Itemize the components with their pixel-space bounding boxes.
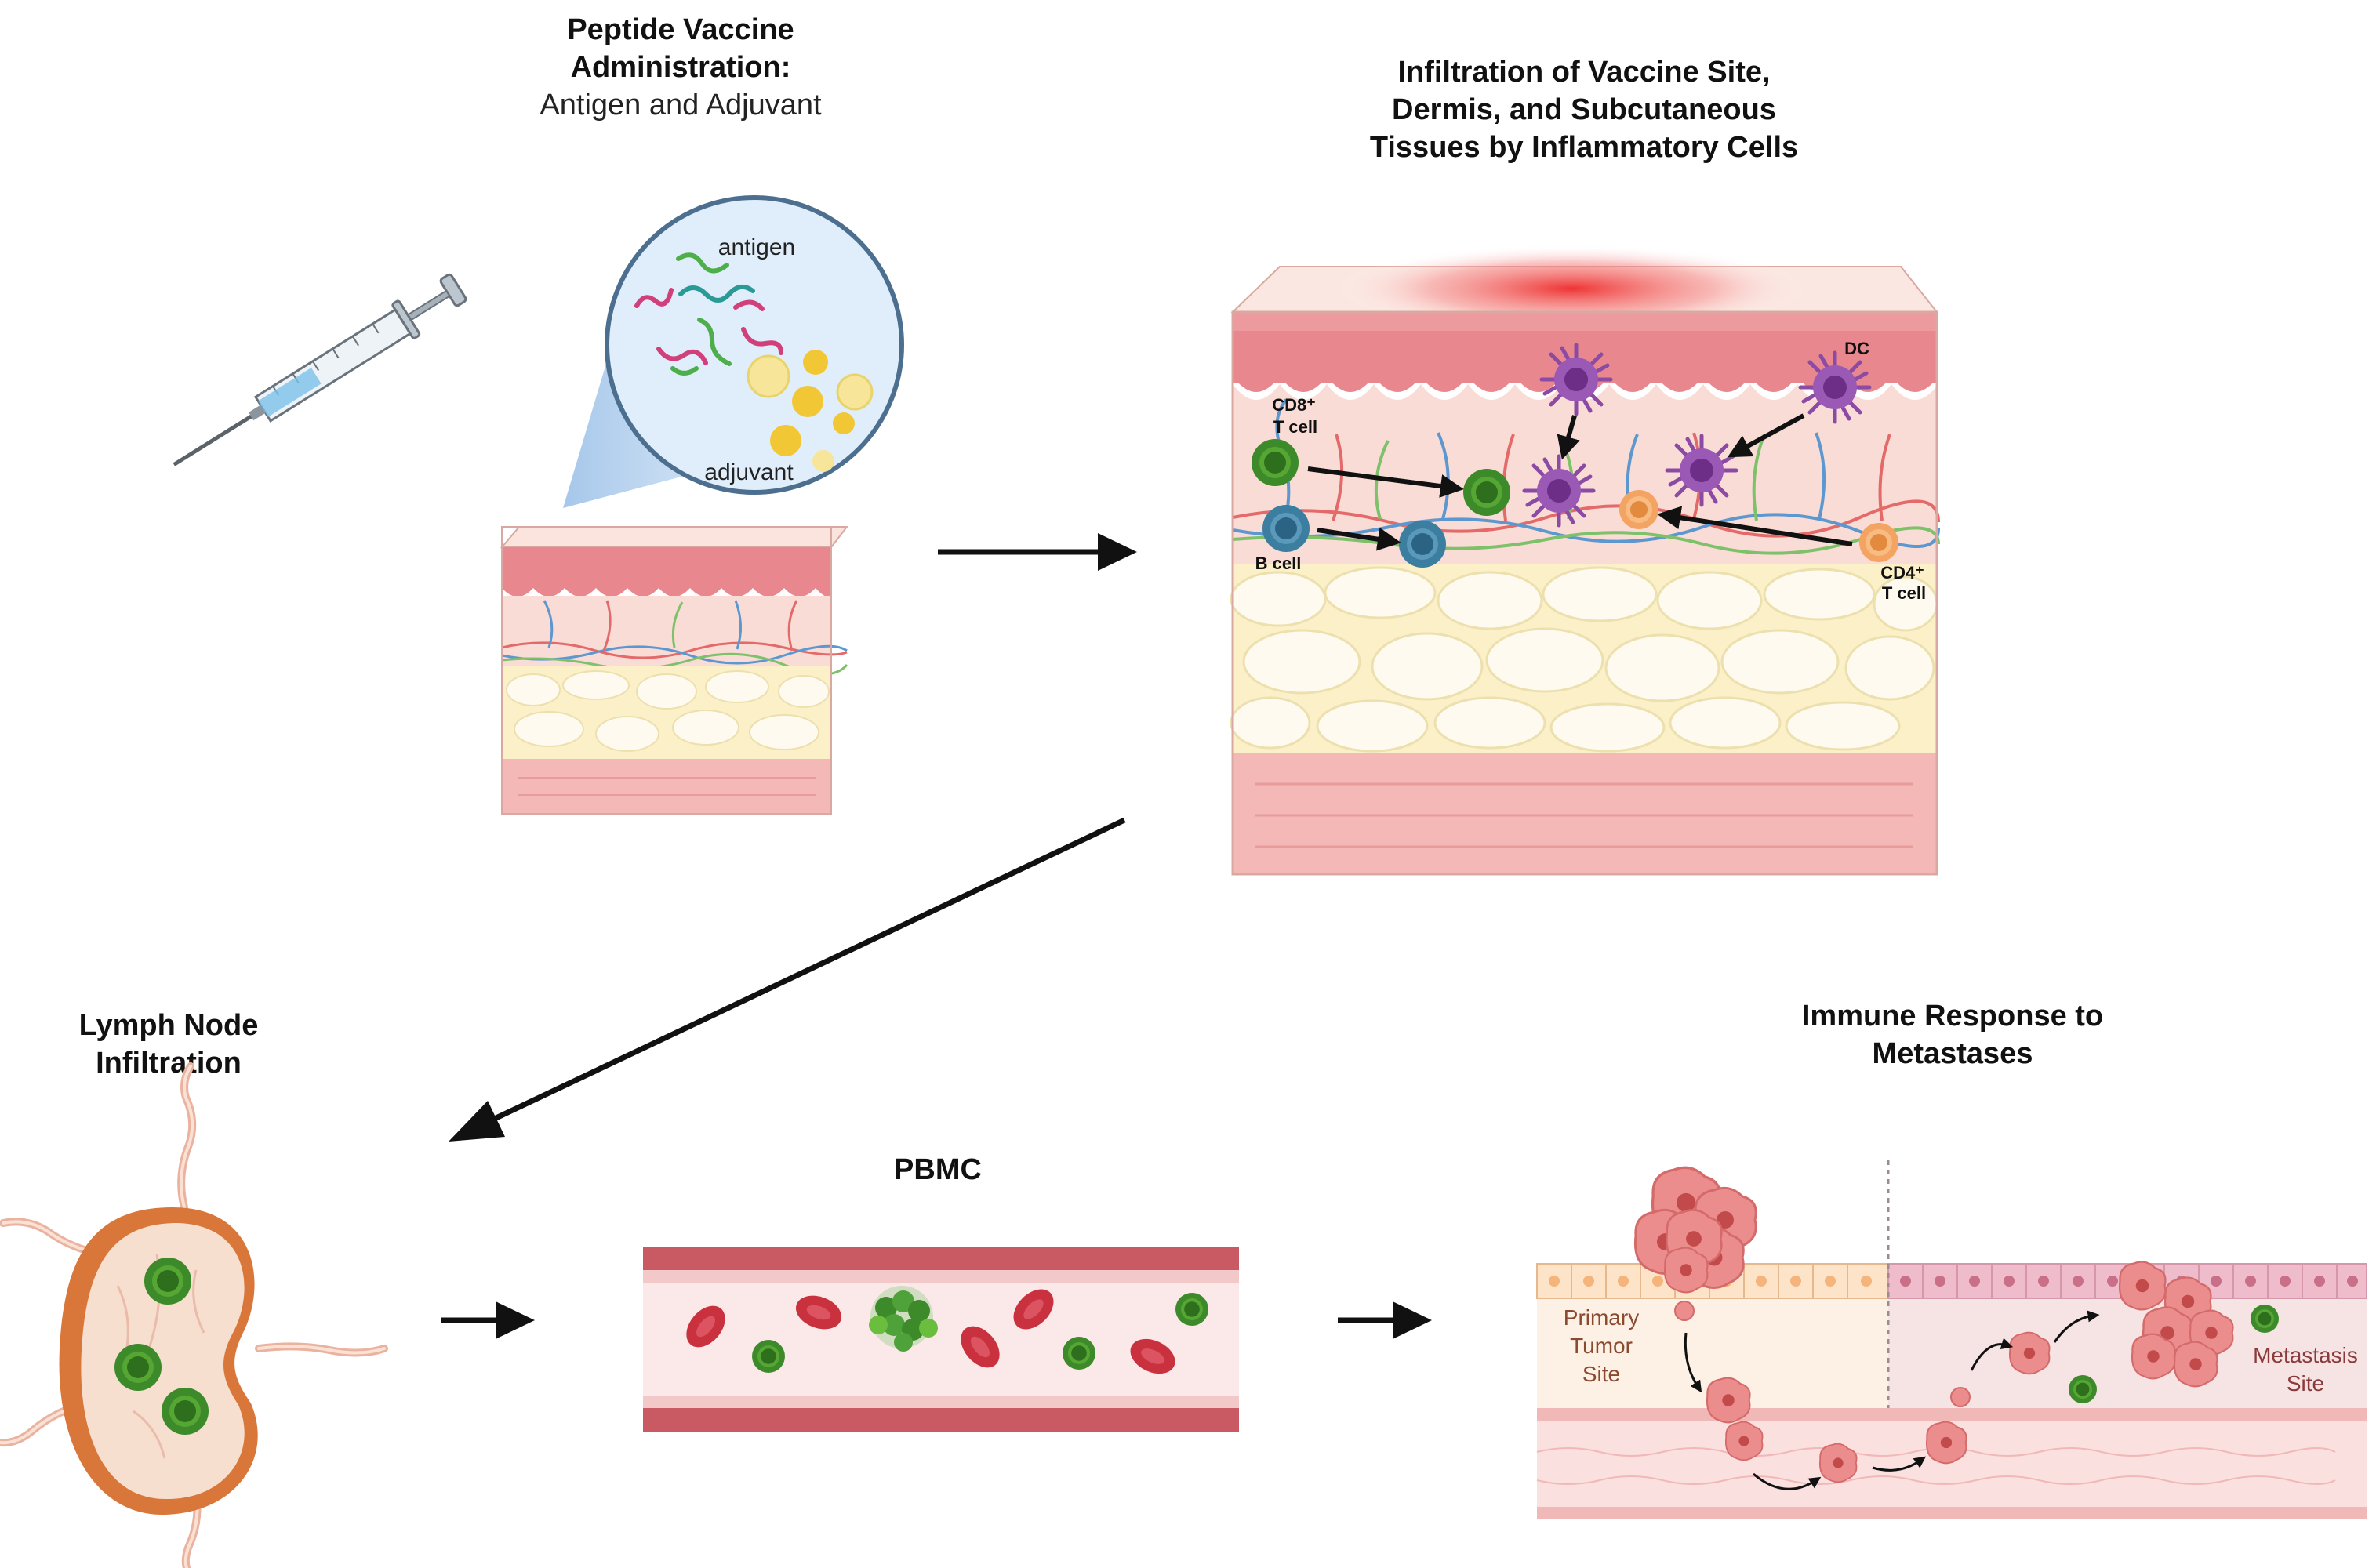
migration-arrows [1307, 413, 1853, 551]
adjuvant-label: adjuvant [704, 459, 794, 485]
b-cell-infiltrating [1399, 521, 1446, 568]
syringe-icon [173, 273, 467, 466]
metastasis-site-tissue [1888, 1298, 2367, 1408]
pbmc-cluster [869, 1286, 938, 1352]
primary-site-line3: Site [1582, 1362, 1620, 1386]
vaccine-subtitle: Antigen and Adjuvant [540, 89, 822, 122]
migrating-tumor-cell-1 [1706, 1377, 1751, 1424]
lymph-t-cell-2 [114, 1344, 162, 1391]
vaccine-panel: Peptide Vaccine Administration: Antigen … [173, 13, 904, 815]
vessel-wall-top [643, 1247, 1239, 1270]
circulating-tumor-cell [1818, 1443, 1858, 1483]
arrow-vaccine-to-infiltration [938, 533, 1137, 571]
vaccine-title-line1: Peptide Vaccine [567, 13, 794, 46]
lymph-panel: Lymph Node Infiltration [0, 1009, 388, 1568]
dc-label: DC [1844, 339, 1869, 358]
infiltration-title-line2: Dermis, and Subcutaneous [1392, 93, 1776, 126]
metastases-title-line2: Metastases [1873, 1037, 2033, 1070]
inflammation-glow [1336, 245, 1807, 332]
lymph-t-cell-1 [144, 1258, 191, 1305]
vessel-lumen [643, 1283, 1239, 1396]
antigen-label: antigen [718, 234, 795, 260]
adjuvant-droplets [747, 350, 874, 472]
pbmc-t-cell-1 [752, 1340, 785, 1373]
lymph-title-line1: Lymph Node [79, 1009, 259, 1042]
infiltration-panel: Infiltration of Vaccine Site, Dermis, an… [1230, 56, 1940, 876]
dendritic-cell-4 [1800, 353, 1869, 422]
dendritic-cell-3 [1667, 436, 1736, 505]
small-skin-block [500, 526, 849, 815]
dendritic-cell-2 [1524, 456, 1593, 525]
cd8-label-line1: CD8⁺ [1272, 395, 1316, 415]
vessel-wall-bottom [643, 1408, 1239, 1432]
lymph-title-line2: Infiltration [96, 1047, 242, 1080]
cd8-label-line2: T cell [1273, 417, 1317, 437]
adipocytes [1230, 566, 1938, 753]
cd4-label-line2: T cell [1882, 583, 1926, 603]
pbmc-t-cell-2 [1063, 1337, 1095, 1370]
antigen-peptides [634, 252, 783, 376]
extravasating-tumor-cell [1925, 1421, 1967, 1465]
attacking-t-cell-2 [2069, 1375, 2097, 1403]
metastasis-site-line1: Metastasis [2253, 1343, 2358, 1367]
arrow-pbmc-to-metastases [1338, 1301, 1432, 1339]
primary-site-line1: Primary [1564, 1305, 1639, 1330]
infiltration-title-line1: Infiltration of Vaccine Site, [1397, 56, 1770, 89]
metastasis-site-line2: Site [2287, 1371, 2324, 1396]
attacking-t-cell-1 [2251, 1305, 2279, 1333]
cd4-t-cell-infiltrating [1619, 490, 1658, 529]
migrating-tumor-cell-2 [1724, 1421, 1764, 1461]
primary-site-line2: Tumor [1570, 1334, 1633, 1358]
lymph-t-cell-3 [162, 1388, 209, 1435]
infiltration-title-line3: Tissues by Inflammatory Cells [1370, 131, 1798, 164]
lymph-node-body [81, 1223, 245, 1500]
b-cell-label: B cell [1255, 554, 1302, 573]
seeding-tumor-cell [2008, 1331, 2051, 1375]
cd8-t-cell-origin [1252, 439, 1299, 486]
metastasis-path-arrows [1684, 1310, 2100, 1490]
metastases-panel: Immune Response to Metastases [1536, 1000, 2367, 1519]
arrow-lymph-to-pbmc [441, 1301, 535, 1339]
arrow-infiltration-to-lymph [449, 817, 1126, 1142]
pbmc-t-cell-3 [1175, 1293, 1208, 1326]
vaccine-title-line2: Administration: [571, 51, 791, 84]
pbmc-title: PBMC [894, 1153, 982, 1186]
cd4-label-line1: CD4⁺ [1880, 563, 1924, 583]
pbmc-panel: PBMC [643, 1153, 1239, 1432]
metastases-title-line1: Immune Response to [1802, 1000, 2103, 1033]
dendritic-cell-1 [1542, 345, 1611, 414]
b-cell-origin [1262, 505, 1310, 552]
cd8-t-cell-infiltrating [1463, 469, 1510, 516]
cd4-t-cell-origin [1859, 523, 1898, 562]
